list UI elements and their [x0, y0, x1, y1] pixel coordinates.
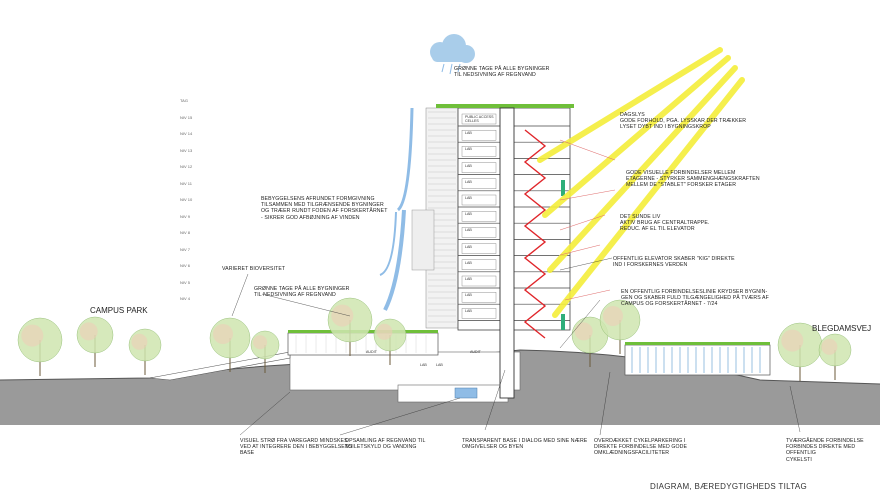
tree-canopy-detail	[574, 322, 593, 341]
floor-label: LAB	[465, 179, 472, 184]
pavilion-glazing	[631, 347, 761, 373]
elevator-marker-1	[561, 180, 565, 196]
floor-label: LAB	[465, 277, 472, 281]
level-scale-label: NIV 15	[180, 114, 193, 120]
floor-label: LAB	[465, 260, 472, 265]
tree-canopy-detail	[331, 304, 354, 327]
cloud-icon	[430, 34, 475, 63]
level-scale-label: NIV 12	[180, 164, 193, 169]
level-scale-label: TAG	[180, 98, 188, 103]
view-arrows	[559, 139, 616, 301]
trees	[17, 297, 852, 381]
lab-base-label-2: LAB	[436, 363, 443, 367]
annotation-rounded-form: BEBYGGELSENS AFRUNDET FORMGIVNING TILSAM…	[261, 196, 388, 221]
floor-label: LAB	[465, 196, 472, 200]
lab-room	[461, 129, 497, 141]
annotation-rainwater: OPSAMLING AF REGNVAND TIL TOILETSKYLD OG…	[345, 438, 426, 451]
lab-room	[461, 308, 497, 319]
rainwater-tank	[454, 387, 478, 399]
annotation-cross-link: TVÆRGÅENDE FORBINDELSE FORBINDES DIREKTE…	[786, 438, 864, 463]
level-scale-label: NIV 9	[180, 213, 191, 219]
tree-canopy-detail	[131, 333, 148, 350]
annotation-bike-parking: OVERDÆKKET CYKELPARKERING I DIREKTE FORB…	[594, 438, 688, 457]
lab-room	[461, 259, 497, 270]
green-roof-pavilion	[625, 342, 770, 345]
elevator-marker-2	[561, 314, 565, 330]
annotation-biodiversity: VARIERET BIOVERSITET	[222, 266, 286, 272]
wind-flow-3	[379, 211, 397, 276]
tree-canopy-detail	[821, 338, 838, 355]
floor-label: LAB	[465, 131, 472, 136]
level-scale-label: NIV 7	[180, 246, 191, 252]
annotation-public-link: EN OFFENTLIG FORBINDELSESLINIE KRYDSER B…	[621, 289, 769, 308]
level-scale-label: NIV 10	[180, 197, 193, 202]
floor-label: LAB	[465, 228, 472, 233]
wind-flow-2	[383, 209, 406, 311]
floor-label: LAB	[465, 163, 472, 168]
level-scale-label: NIV 13	[180, 147, 193, 153]
annotation-daylight: DAGSLYS GODE FORHOLD, PGA. LYSSKAR DER T…	[620, 112, 747, 131]
tower-green-roof	[436, 104, 574, 108]
basement-lower	[397, 384, 509, 403]
tree-canopy-detail	[253, 335, 268, 350]
annotation-green-roofs-low: GRØNNE TAGE PÅ ALLE BYGNINGER TIL NEDSIV…	[254, 286, 350, 299]
wind-flow-1	[396, 107, 414, 212]
lab-room	[461, 243, 497, 254]
facade-projection	[411, 209, 435, 271]
ramp	[149, 351, 291, 381]
place-blegdamsvej: BLEGDAMSVEJ	[812, 324, 872, 333]
rain-drops	[441, 63, 461, 75]
tree-canopy-detail	[376, 323, 393, 340]
lab-base-label: LAB	[420, 363, 427, 367]
lab-room	[461, 292, 497, 303]
lab-room	[461, 210, 497, 222]
central-stair	[523, 129, 547, 339]
floor-slabs	[458, 113, 570, 321]
annotation-visual-strip: VISUEL STRØ FRA VAREGARD MINDSKES VED AT…	[240, 438, 353, 457]
lab-room	[461, 194, 497, 206]
level-scale-label: NIV 14	[180, 131, 193, 136]
place-campus-park: CAMPUS PARK	[90, 306, 148, 315]
audit-left-label: AUDIT	[366, 350, 377, 354]
tree-canopy-detail	[781, 329, 804, 352]
level-scale-label: NIV 5	[180, 279, 191, 285]
floor-label: LAB	[465, 309, 472, 314]
annotation-visual-links: GODE VISUELLE FORBINDELSER MELLEM ETAGER…	[626, 170, 760, 189]
annotation-healthy-life: DET SUNDE LIV AKTIV BRUG AF CENTRALTRAPP…	[620, 214, 710, 233]
annotation-green-roofs-top: GRØNNE TAGE PÅ ALLE BYGNINGER TIL NEDSIV…	[454, 66, 550, 79]
lab-room	[461, 162, 497, 173]
annotation-public-elevator: OFFENTLIG ELEVATOR SKABER "KIG" DIREKTE …	[613, 256, 735, 269]
tree-canopy-detail	[21, 324, 44, 347]
diagram-caption: DIAGRAM, BÆREDYGTIGHEDS TILTAG	[650, 482, 808, 491]
level-scale-label: NIV 11	[180, 180, 192, 186]
floor-label: LAB	[465, 212, 472, 217]
sun-rays	[537, 47, 745, 318]
pavilion-right	[624, 344, 771, 376]
level-scale-label: NIV 8	[180, 230, 191, 235]
lab-room	[461, 178, 497, 190]
annotation-transparent-base: TRANSPARENT BASE I DIALOG MED SINE NÆRE …	[462, 438, 588, 451]
core	[499, 107, 515, 399]
floor-label: LAB	[465, 244, 472, 249]
level-scale-label: NIV 4	[180, 296, 191, 301]
tree-canopy-detail	[603, 306, 623, 326]
tree-canopy-detail	[79, 322, 98, 341]
leader-lines	[231, 257, 801, 436]
lab-room	[461, 275, 497, 287]
tree-canopy-detail	[213, 324, 233, 344]
floor-label: LAB	[465, 147, 472, 152]
lab-room	[461, 113, 497, 125]
floor-label: LAB	[465, 293, 472, 298]
level-scale-label: NIV 6	[180, 263, 191, 268]
floor-label: PUBLIC ACCESS CELLES	[465, 115, 494, 123]
lab-room	[461, 227, 497, 238]
audit-right-label: AUDIT	[470, 350, 481, 354]
basement	[289, 351, 521, 391]
lab-room	[461, 146, 497, 157]
